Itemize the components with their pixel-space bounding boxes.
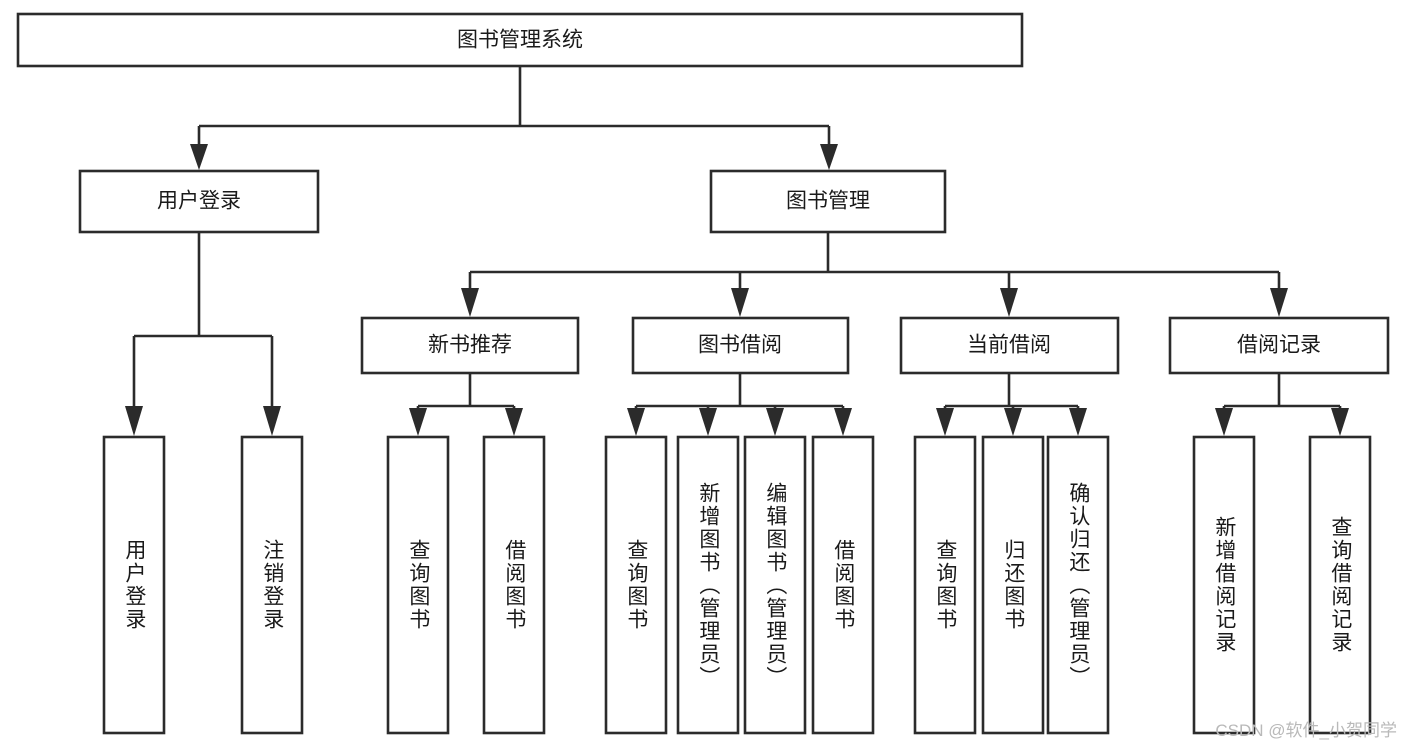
arrow-bookmgmt-to-record xyxy=(1270,288,1288,317)
node-leaf-query-book-2-label: 查询图书 xyxy=(624,539,648,631)
arrow-record-leaf-2 xyxy=(1331,408,1349,436)
node-leaf-borrow-book-2-label: 借阅图书 xyxy=(831,539,855,631)
arrow-userlogin-leaf-2 xyxy=(263,406,281,436)
arrow-current-leaf-1 xyxy=(936,408,954,436)
node-current-borrow-label: 当前借阅 xyxy=(967,334,1051,357)
arrow-borrow-leaf-2 xyxy=(699,408,717,436)
arrow-current-leaf-2 xyxy=(1004,408,1022,436)
node-leaf-query-record-label: 查询借阅记录 xyxy=(1328,516,1352,654)
node-leaf-borrow-book-2-box[interactable] xyxy=(811,435,875,735)
arrow-userlogin-leaf-1 xyxy=(125,406,143,436)
arrow-borrow-leaf-1 xyxy=(627,408,645,436)
arrow-bookmgmt-to-current xyxy=(1000,288,1018,317)
arrow-root-to-user-login xyxy=(190,144,208,170)
node-box-layer: 图书管理系统 用户登录 图书管理 新书推荐 图书借阅 当前借阅 借阅记录 xyxy=(16,12,1390,735)
arrow-newbook-leaf-2 xyxy=(505,408,523,436)
arrow-current-leaf-3 xyxy=(1069,408,1087,436)
node-leaf-user-login-box[interactable] xyxy=(102,435,166,735)
node-leaf-user-login-label: 用户登录 xyxy=(122,539,146,631)
node-leaf-add-record-label: 新增借阅记录 xyxy=(1212,516,1236,654)
node-new-book-recommend-box[interactable] xyxy=(360,316,580,375)
node-current-borrow-box[interactable] xyxy=(899,316,1120,375)
arrow-bookmgmt-to-newbook xyxy=(461,288,479,317)
node-leaf-confirm-return-box[interactable] xyxy=(1046,435,1110,735)
node-borrow-record-label: 借阅记录 xyxy=(1237,334,1321,357)
node-leaf-borrow-book-1-label: 借阅图书 xyxy=(502,539,526,631)
arrow-newbook-leaf-1 xyxy=(409,408,427,436)
connector-layer xyxy=(125,66,1349,436)
node-leaf-logout-label: 注销登录 xyxy=(260,539,284,631)
node-leaf-return-book-box[interactable] xyxy=(981,435,1045,735)
node-leaf-add-book-box[interactable] xyxy=(676,435,740,735)
node-leaf-query-book-2-box[interactable] xyxy=(604,435,668,735)
node-book-management-label: 图书管理 xyxy=(786,190,870,213)
node-leaf-borrow-book-1-box[interactable] xyxy=(482,435,546,735)
node-borrow-record-box[interactable] xyxy=(1168,316,1390,375)
node-user-login-label: 用户登录 xyxy=(157,190,241,213)
arrow-borrow-leaf-4 xyxy=(834,408,852,436)
node-leaf-return-book-label: 归还图书 xyxy=(1001,539,1025,631)
node-book-management-box[interactable] xyxy=(709,169,947,234)
node-book-borrow-box[interactable] xyxy=(631,316,850,375)
node-leaf-query-book-3-label: 查询图书 xyxy=(933,539,957,631)
node-leaf-add-book-label: 新增图书（管理员） xyxy=(696,481,720,689)
node-leaf-confirm-return-label: 确认归还（管理员） xyxy=(1066,481,1090,689)
node-leaf-query-book-1-label: 查询图书 xyxy=(406,539,430,631)
arrow-record-leaf-1 xyxy=(1215,408,1233,436)
node-root-box[interactable] xyxy=(16,12,1024,68)
node-user-login-box[interactable] xyxy=(78,169,320,234)
arrow-bookmgmt-to-borrow xyxy=(731,288,749,317)
node-leaf-query-book-3-box[interactable] xyxy=(913,435,977,735)
csdn-watermark: CSDN @软件_小贺同学 xyxy=(1215,721,1397,740)
node-leaf-logout-box[interactable] xyxy=(240,435,304,735)
arrow-borrow-leaf-3 xyxy=(766,408,784,436)
node-leaf-query-record-box[interactable] xyxy=(1308,435,1372,735)
node-leaf-query-book-1-box[interactable] xyxy=(386,435,450,735)
node-book-borrow-label: 图书借阅 xyxy=(698,334,782,357)
node-leaf-add-record-box[interactable] xyxy=(1192,435,1256,735)
node-leaf-edit-book-label: 编辑图书（管理员） xyxy=(763,481,787,689)
arrow-root-to-book-mgmt xyxy=(820,144,838,170)
node-root-label: 图书管理系统 xyxy=(457,29,583,52)
node-leaf-edit-book-box[interactable] xyxy=(743,435,807,735)
node-new-book-recommend-label: 新书推荐 xyxy=(428,334,512,357)
